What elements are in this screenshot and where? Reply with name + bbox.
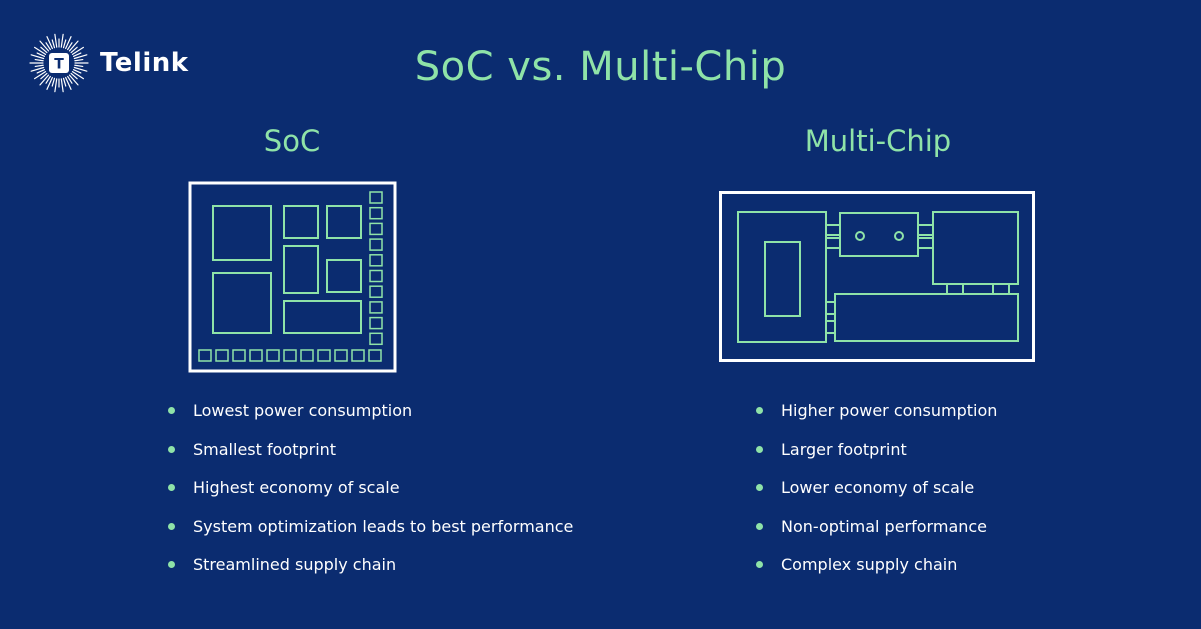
- bullet-text: Complex supply chain: [781, 555, 958, 575]
- bullet-dot-icon: [756, 522, 763, 530]
- brand-name: Telink: [100, 48, 189, 78]
- list-item: Lower economy of scale: [756, 478, 997, 517]
- bullet-text: Smallest footprint: [193, 439, 337, 459]
- soc-chip-icon: [188, 181, 397, 373]
- bullet-dot-icon: [168, 407, 175, 414]
- list-item: Non-optimal performance: [756, 517, 997, 556]
- multi-chip-bullet-list: Higher power consumption Larger footprin…: [756, 401, 997, 594]
- bullet-text: Higher power consumption: [781, 401, 998, 420]
- multi-chip-board-icon: [719, 191, 1035, 362]
- list-item: Smallest footprint: [168, 440, 573, 479]
- bullet-text: Streamlined supply chain: [193, 555, 397, 575]
- bullet-text: Lower economy of scale: [781, 478, 975, 498]
- bullet-dot-icon: [756, 445, 763, 453]
- sunburst-logo-icon: T: [29, 33, 89, 93]
- bullet-dot-icon: [168, 561, 175, 569]
- page-title: SoC vs. Multi-Chip: [414, 44, 787, 90]
- multi-chip-heading: Multi-Chip: [804, 124, 952, 158]
- bullet-text: System optimization leads to best perfor…: [193, 516, 574, 536]
- list-item: Streamlined supply chain: [168, 555, 573, 594]
- soc-heading: SoC: [263, 124, 321, 158]
- bullet-dot-icon: [756, 561, 763, 569]
- soc-bullet-list: Lowest power consumption Smallest footpr…: [168, 401, 573, 594]
- bullet-text: Non-optimal performance: [781, 516, 988, 536]
- bullet-dot-icon: [168, 522, 175, 530]
- list-item: Higher power consumption: [756, 401, 997, 440]
- bullet-text: Lowest power consumption: [193, 401, 413, 420]
- bullet-dot-icon: [756, 484, 763, 492]
- telink-logo: T Telink: [29, 33, 189, 93]
- bullet-dot-icon: [756, 407, 763, 414]
- logo-letter: T: [54, 57, 64, 73]
- bullet-dot-icon: [168, 445, 175, 453]
- list-item: Highest economy of scale: [168, 478, 573, 517]
- bullet-text: Larger footprint: [781, 439, 907, 459]
- bullet-dot-icon: [168, 484, 175, 492]
- bullet-text: Highest economy of scale: [193, 478, 400, 498]
- list-item: Lowest power consumption: [168, 401, 573, 440]
- list-item: Complex supply chain: [756, 555, 997, 594]
- list-item: System optimization leads to best perfor…: [168, 517, 573, 556]
- list-item: Larger footprint: [756, 440, 997, 479]
